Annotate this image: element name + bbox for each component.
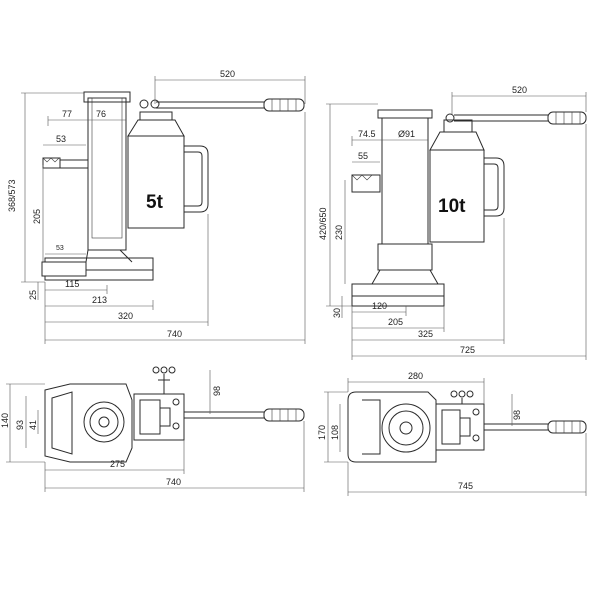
jack-5t-plan-view: 140 93 41 98 275 740: [0, 366, 305, 492]
dim-740-side: 740: [167, 329, 182, 339]
dim-745: 745: [458, 481, 473, 491]
dim-98-5t: 98: [212, 386, 222, 396]
pump-reservoir-10t: [429, 149, 485, 243]
dim-53-top: 53: [56, 134, 66, 144]
claw-top-10t: [351, 174, 381, 193]
jack-10t-side-view: 10t 520 74.5 Ø91 55 420/650 230 30 120 2…: [318, 85, 587, 360]
handle-grip-plan-5t: [263, 408, 305, 422]
dim-320: 320: [118, 311, 133, 321]
dim-30: 30: [332, 308, 342, 318]
dim-115: 115: [65, 279, 79, 289]
dim-368-573: 368/573: [7, 179, 17, 212]
dim-213: 213: [92, 295, 107, 305]
dim-205-5t: 205: [32, 209, 42, 224]
dim-520-10t: 520: [512, 85, 527, 95]
dim-325: 325: [418, 329, 433, 339]
dim-275: 275: [110, 459, 125, 469]
capacity-label-5t: 5t: [146, 192, 164, 213]
jack-5t-side-view: 5t 520 77 76 53 368/573 205 53 25 115 21…: [7, 69, 306, 344]
dim-280: 280: [408, 371, 423, 381]
dim-98-10t: 98: [512, 410, 522, 420]
dim-740-plan: 740: [166, 477, 181, 487]
dim-74-5: 74.5: [358, 129, 376, 139]
toe-5t: [41, 261, 87, 277]
handle-grip-5t: [263, 98, 305, 112]
dim-93: 93: [15, 420, 25, 430]
dim-77: 77: [62, 109, 72, 119]
capacity-label-10t: 10t: [438, 196, 466, 217]
dim-41: 41: [28, 420, 38, 430]
dim-76: 76: [96, 109, 106, 119]
dim-53-small: 53: [56, 245, 64, 252]
dim-140: 140: [0, 413, 10, 428]
dim-420-650: 420/650: [318, 207, 328, 240]
dim-520-5t: 520: [220, 69, 235, 79]
pump-plan-5t: [133, 393, 185, 441]
dim-170: 170: [317, 425, 327, 440]
handle-grip-10t: [547, 111, 587, 125]
dim-205-10t: 205: [388, 317, 403, 327]
jack-10t-plan-view: 280 170 108 98 745: [317, 371, 587, 496]
handle-grip-plan-10t: [547, 420, 587, 434]
pump-reservoir-5t: [127, 135, 185, 229]
dim-725: 725: [460, 345, 475, 355]
dim-120: 120: [372, 301, 387, 311]
dim-25: 25: [28, 290, 38, 300]
base-plan-5t: [44, 383, 133, 463]
cylinder-5t: [87, 97, 127, 251]
base-plate-10t: [351, 283, 445, 307]
dim-dia-91: Ø91: [398, 129, 415, 139]
dim-108: 108: [330, 425, 340, 440]
dim-55: 55: [358, 151, 368, 161]
dim-230: 230: [334, 225, 344, 240]
